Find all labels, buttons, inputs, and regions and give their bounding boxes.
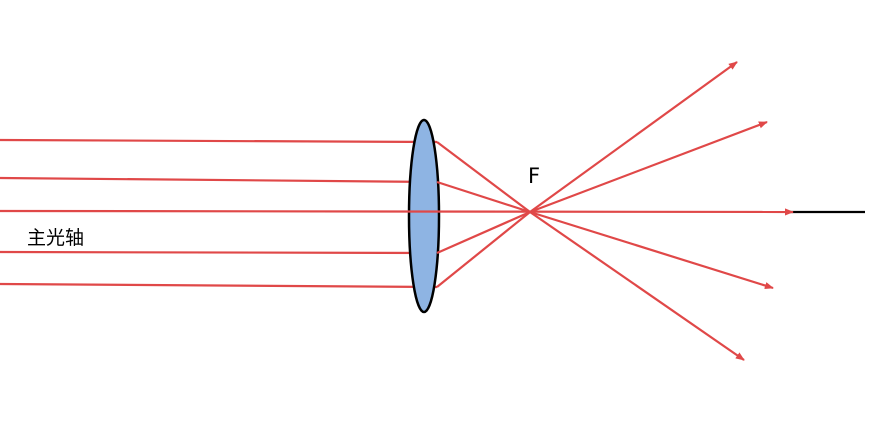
converging-ray-2 <box>436 180 531 214</box>
focal-point-label: F <box>528 164 540 188</box>
diverging-ray-4 <box>529 211 745 361</box>
converging-ray-3 <box>436 210 531 255</box>
principal-axis-label: 主光轴 <box>27 227 84 249</box>
refracted-rays <box>436 141 531 288</box>
incoming-rays <box>0 138 438 291</box>
incoming-ray-1 <box>0 138 438 146</box>
diverging-ray-1 <box>529 61 738 213</box>
incoming-ray-2 <box>0 176 438 186</box>
diverging-ray-2 <box>529 120 768 214</box>
axis-ray <box>0 208 794 216</box>
diverging-rays <box>529 61 774 361</box>
convex-lens-icon <box>407 118 441 314</box>
converging-ray-4 <box>436 211 531 288</box>
incoming-ray-3 <box>0 249 438 257</box>
diverging-ray-3 <box>529 210 774 290</box>
incoming-ray-4 <box>0 282 438 291</box>
converging-ray-1 <box>436 141 531 213</box>
